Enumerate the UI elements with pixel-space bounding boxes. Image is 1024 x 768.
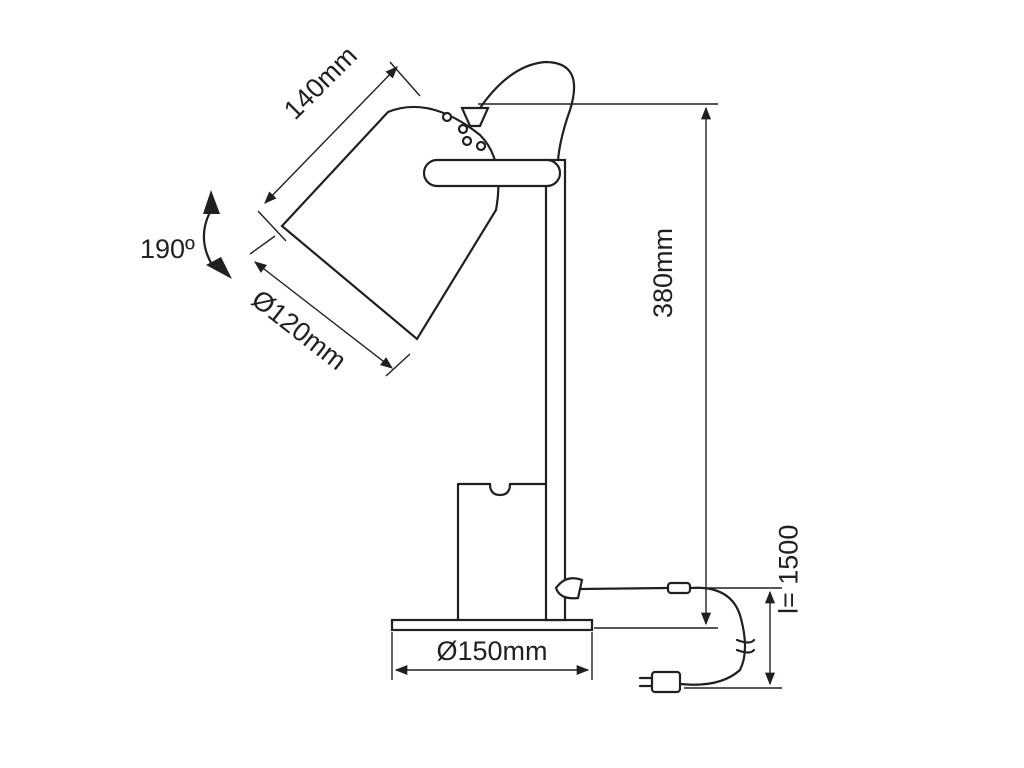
dim-base-diameter: Ø150mm: [391, 632, 593, 680]
dim-cable-length: l= 1500: [684, 525, 803, 689]
lamp-cable: [578, 586, 670, 591]
height-label: 380mm: [648, 228, 678, 318]
lamp-cable-curl: [678, 586, 747, 686]
shade-diameter-label: Ø120mm: [246, 284, 352, 376]
shade-length-label: 140mm: [278, 40, 363, 125]
lamp-stem: [544, 158, 567, 622]
lamp-arm: [422, 158, 562, 188]
base-diameter-label: Ø150mm: [436, 636, 547, 666]
cable-length-label: l= 1500: [773, 525, 803, 614]
lamp-base-holder: [456, 482, 550, 621]
rotation-label: 190º: [140, 234, 195, 264]
cable-inline-switch: [666, 581, 692, 595]
dim-rotation: 190º: [140, 190, 232, 279]
lamp-gooseneck-wire: [478, 60, 576, 162]
dim-height: 380mm: [478, 103, 718, 629]
shade-screws: [441, 111, 487, 152]
power-plug: [638, 670, 682, 694]
lamp-base-plate: [390, 618, 594, 632]
lamp-connector: [460, 106, 490, 128]
lamp-drawing: [280, 60, 756, 694]
